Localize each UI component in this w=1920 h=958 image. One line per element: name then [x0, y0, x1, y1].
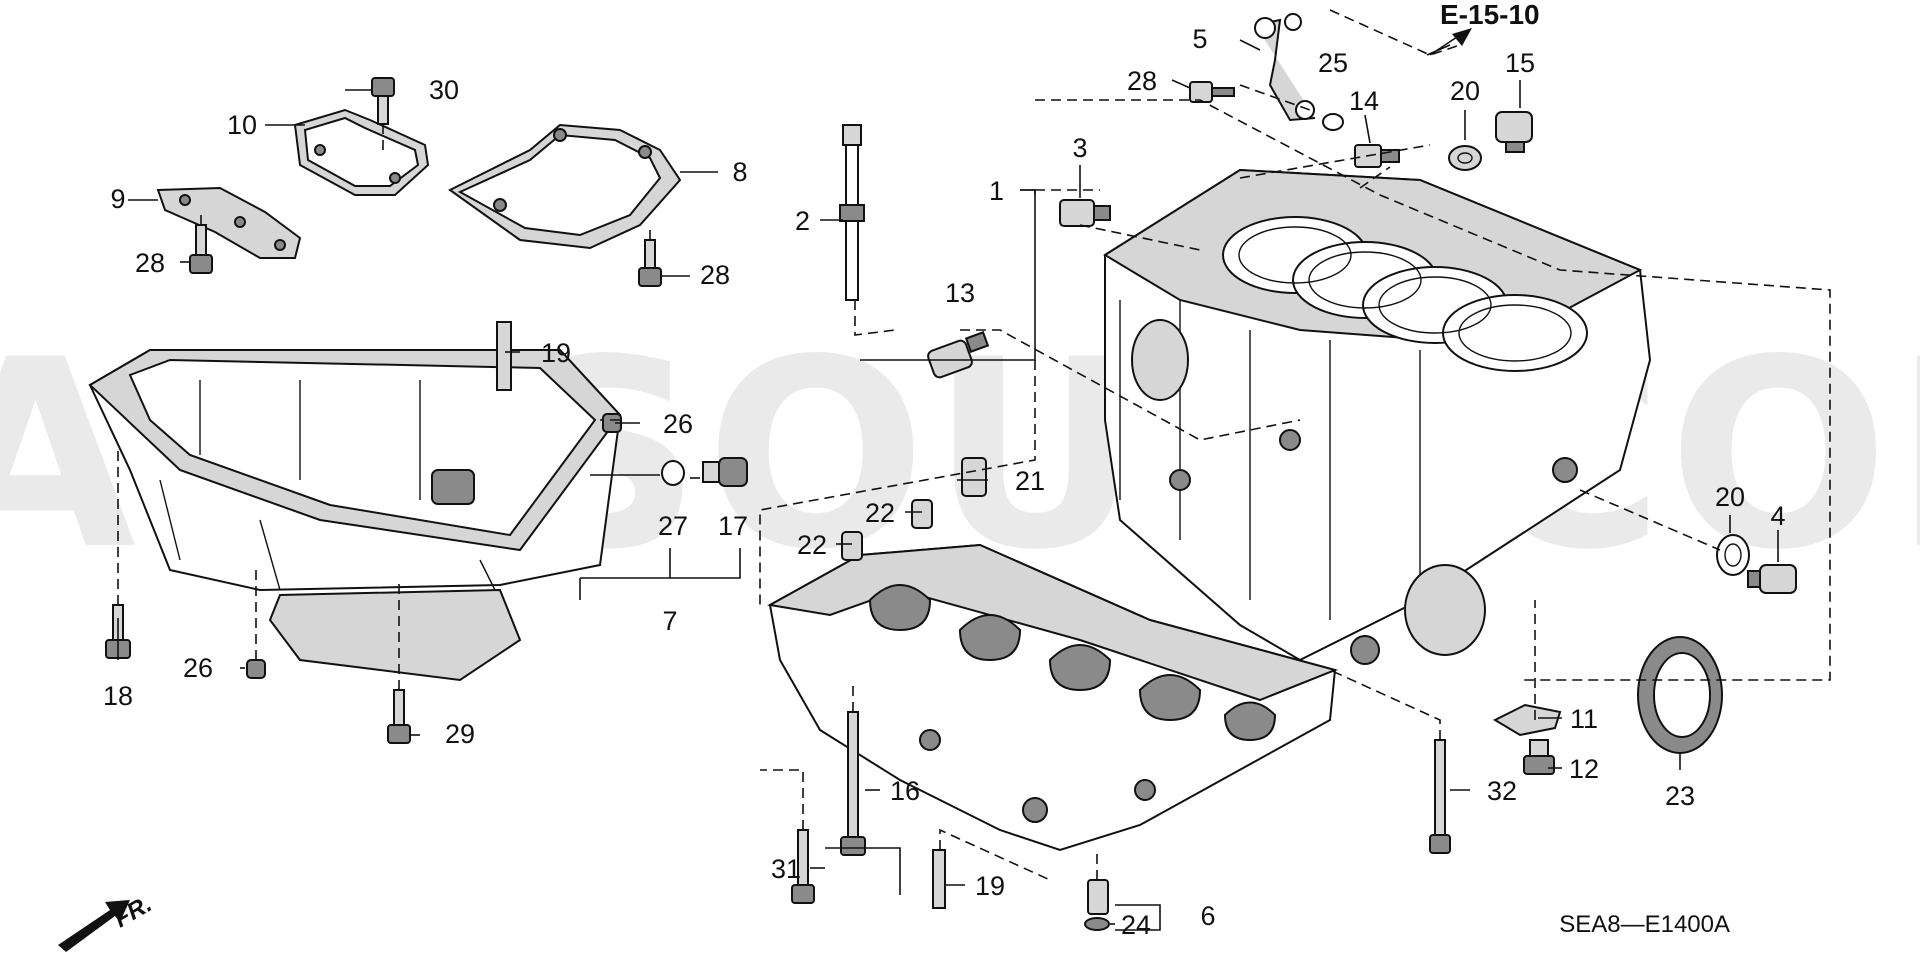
callout-28a[interactable]: 28 — [1127, 66, 1157, 96]
bolt-30[interactable] — [371, 77, 395, 125]
callout-4[interactable]: 4 — [1770, 501, 1785, 531]
bolt-26-lower[interactable] — [246, 659, 266, 679]
dipstick-guide-2[interactable] — [839, 124, 865, 301]
front-label: FR. — [110, 890, 157, 933]
plug-15[interactable] — [1495, 111, 1533, 153]
washer-27[interactable] — [661, 460, 685, 486]
o-ring-24[interactable] — [1084, 917, 1110, 931]
stiffener-8[interactable] — [448, 123, 682, 250]
callout-12[interactable]: 12 — [1569, 754, 1599, 784]
callout-7[interactable]: 7 — [662, 606, 677, 636]
callout-31[interactable]: 31 — [771, 854, 801, 884]
stud-19-lower[interactable] — [932, 849, 946, 909]
callout-2[interactable]: 2 — [795, 206, 810, 236]
callout-6[interactable]: 6 — [1200, 901, 1215, 931]
callout-3[interactable]: 3 — [1072, 133, 1087, 163]
callout-28c[interactable]: 28 — [700, 260, 730, 290]
callout-13[interactable]: 13 — [945, 278, 975, 308]
callout-16[interactable]: 16 — [890, 776, 920, 806]
reference-label[interactable]: E-15-10 — [1440, 0, 1540, 30]
callout-23[interactable]: 23 — [1665, 781, 1695, 811]
callout-32[interactable]: 32 — [1487, 776, 1517, 806]
callout-15[interactable]: 15 — [1505, 48, 1535, 78]
callout-27[interactable]: 27 — [658, 511, 688, 541]
lower-block[interactable] — [767, 543, 1339, 852]
callout-20b[interactable]: 20 — [1715, 482, 1745, 512]
callouts: 1 2 3 4 5 6 7 8 9 10 11 12 13 14 15 16 1… — [103, 24, 1786, 940]
callout-19a[interactable]: 19 — [541, 338, 571, 368]
bracket-10[interactable] — [293, 108, 430, 196]
plug-3[interactable] — [1059, 199, 1111, 227]
plate-9[interactable] — [156, 186, 302, 259]
bolt-32[interactable] — [1429, 739, 1451, 854]
oil-jet-11[interactable] — [1492, 703, 1562, 737]
callout-19b[interactable]: 19 — [975, 871, 1005, 901]
washer-20-side[interactable] — [1716, 534, 1750, 576]
stud-19-upper[interactable] — [496, 321, 512, 391]
callout-30[interactable]: 30 — [429, 75, 459, 105]
callout-9[interactable]: 9 — [110, 184, 125, 214]
knock-sensor-13[interactable] — [926, 331, 990, 379]
oil-seal-23[interactable] — [1637, 636, 1723, 754]
callout-24[interactable]: 24 — [1121, 910, 1151, 940]
callout-26a[interactable]: 26 — [663, 409, 693, 439]
bolt-12[interactable] — [1523, 739, 1555, 775]
callout-26b[interactable]: 26 — [183, 653, 213, 683]
bolt-28-left[interactable] — [189, 224, 213, 274]
callout-18[interactable]: 18 — [103, 681, 133, 711]
dowel-21[interactable] — [961, 457, 987, 497]
dowel-6[interactable] — [1087, 879, 1109, 915]
reference-arrow — [1429, 28, 1472, 56]
diagram-code: SEA8—E1400A — [1559, 911, 1730, 938]
cylinder-block[interactable] — [1103, 168, 1652, 665]
bolt-29[interactable] — [387, 689, 411, 744]
dowel-22-lower[interactable] — [841, 531, 863, 561]
dowel-22-upper[interactable] — [911, 499, 933, 529]
callout-20a[interactable]: 20 — [1450, 76, 1480, 106]
callout-11[interactable]: 11 — [1570, 704, 1598, 734]
front-arrow-icon — [58, 900, 130, 952]
callout-14[interactable]: 14 — [1349, 86, 1379, 116]
callout-10[interactable]: 10 — [227, 110, 257, 140]
water-pipe-5[interactable] — [1254, 13, 1316, 122]
callout-29[interactable]: 29 — [445, 719, 475, 749]
callout-17[interactable]: 17 — [718, 511, 748, 541]
callout-22a[interactable]: 22 — [865, 498, 895, 528]
bolt-28-mid[interactable] — [638, 239, 662, 287]
callout-8[interactable]: 8 — [732, 157, 747, 187]
washer-25[interactable] — [1322, 113, 1344, 131]
oil-pressure-switch-14[interactable] — [1354, 144, 1400, 168]
bolt-28-top[interactable] — [1189, 81, 1235, 103]
callout-22b[interactable]: 22 — [797, 530, 827, 560]
callout-28b[interactable]: 28 — [135, 248, 165, 278]
callout-21[interactable]: 21 — [1015, 466, 1045, 496]
washer-20-top[interactable] — [1448, 145, 1482, 171]
drain-bolt-17[interactable] — [702, 457, 748, 487]
plug-4[interactable] — [1747, 564, 1797, 594]
bolt-31[interactable] — [791, 829, 815, 904]
callout-25[interactable]: 25 — [1318, 48, 1348, 78]
callout-1[interactable]: 1 — [989, 176, 1004, 206]
oil-pan[interactable] — [88, 349, 622, 682]
callout-5[interactable]: 5 — [1192, 24, 1207, 54]
